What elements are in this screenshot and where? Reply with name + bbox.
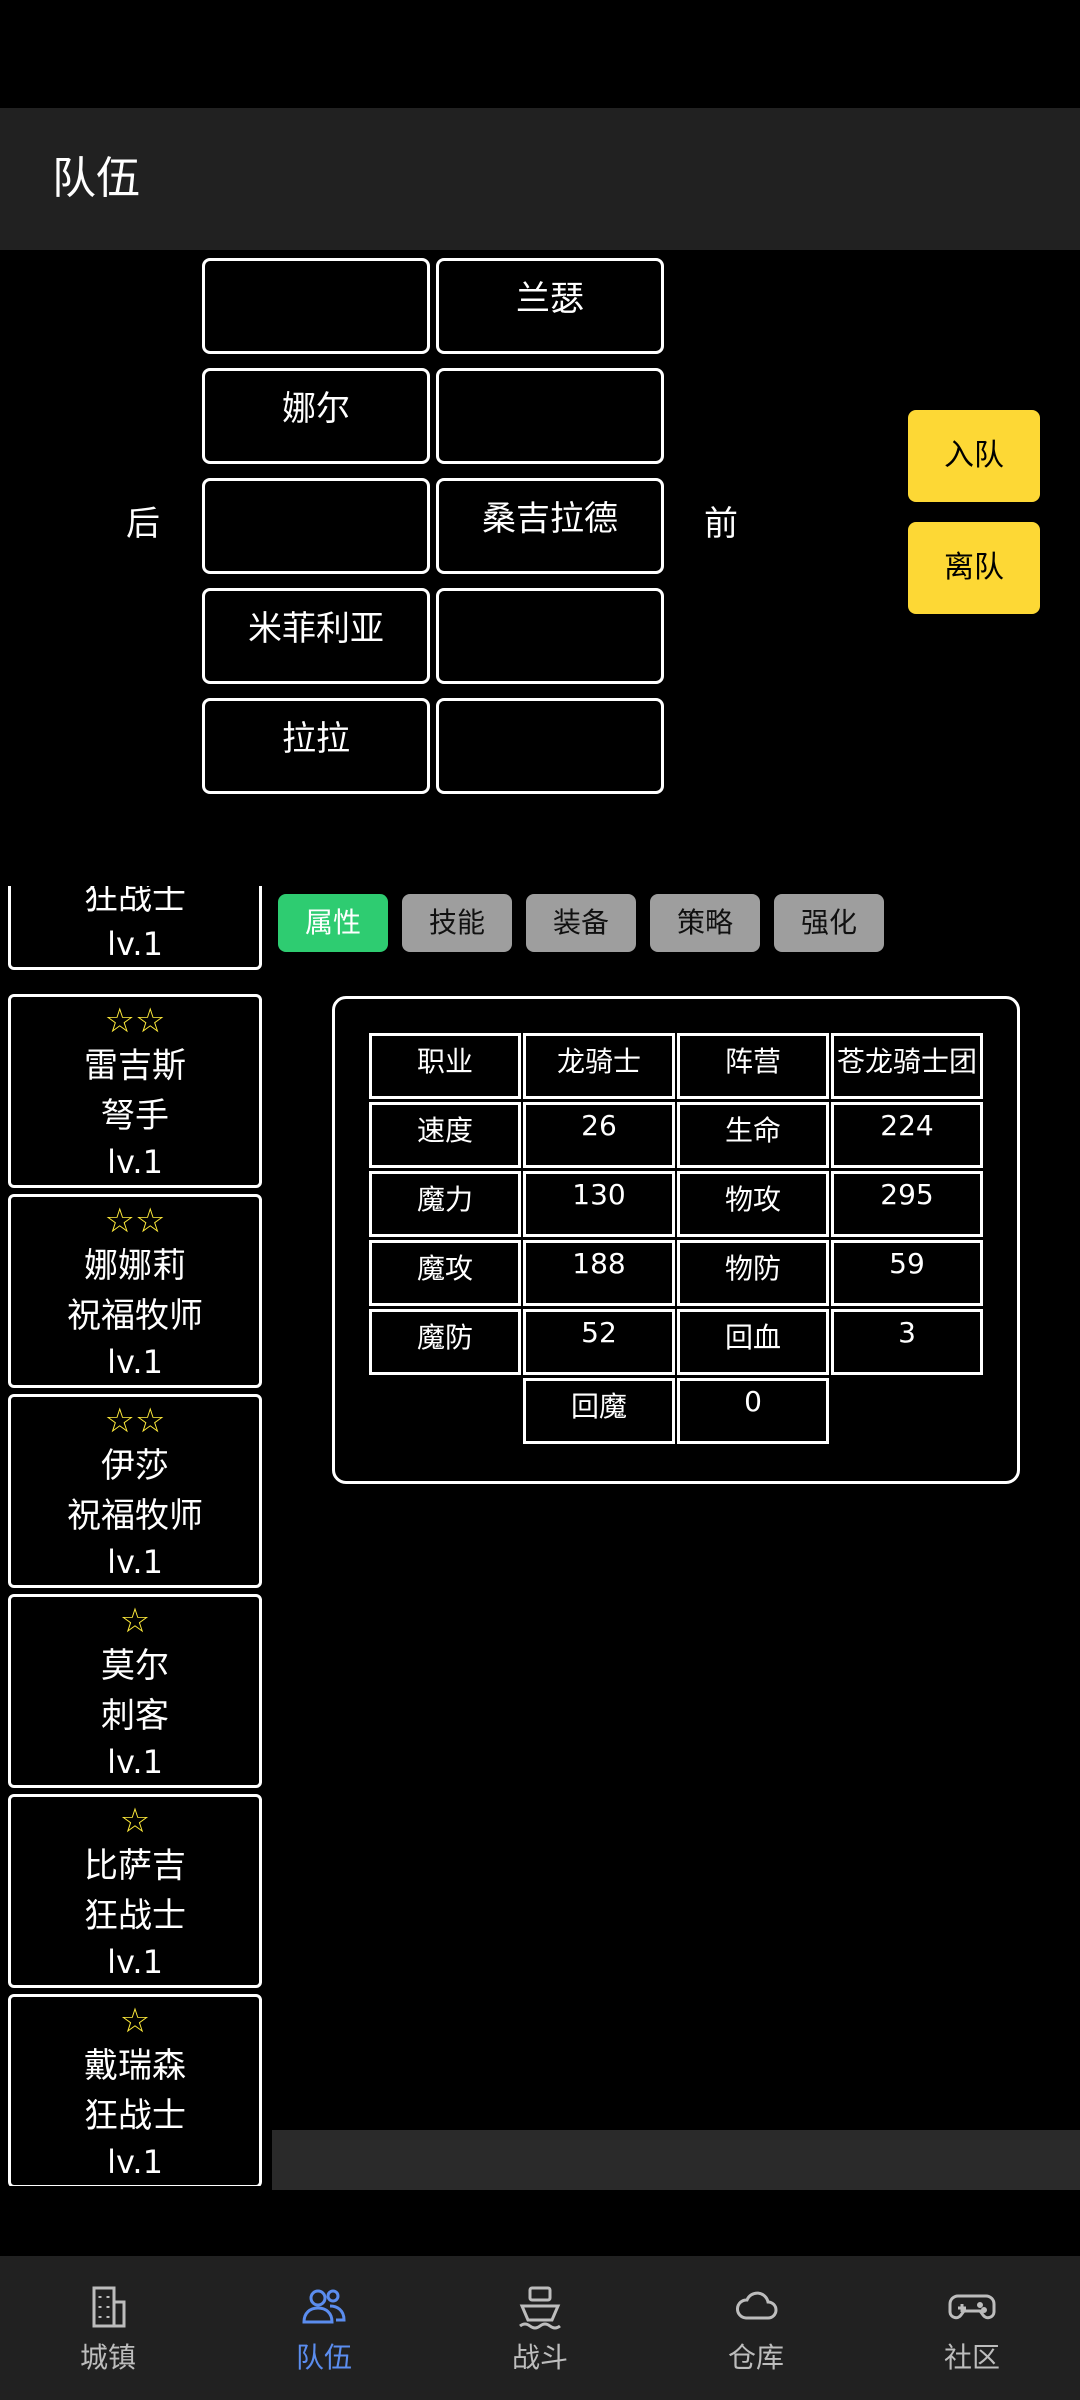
nav-label-storage: 仓库 bbox=[727, 2341, 784, 2374]
tab-skills[interactable]: 技能 bbox=[402, 894, 512, 952]
stat-label-magic-attack: 魔攻 bbox=[369, 1240, 521, 1306]
character-name: 戴瑞森 bbox=[84, 2046, 186, 2086]
character-job: 祝福牧师 bbox=[67, 1496, 203, 1536]
character-level: lv.1 bbox=[107, 1343, 163, 1381]
stat-label-speed: 速度 bbox=[369, 1102, 521, 1168]
detail-bottom-bar bbox=[272, 2130, 1080, 2190]
stat-label-hp: 生命 bbox=[677, 1102, 829, 1168]
cloud-icon bbox=[736, 2291, 778, 2320]
leave-party-button[interactable]: 离队 bbox=[908, 522, 1040, 614]
app-header: 队伍 bbox=[0, 108, 1080, 250]
stat-value-hp: 224 bbox=[831, 1102, 983, 1168]
character-job: 刺客 bbox=[101, 1696, 169, 1736]
nav-label-team: 队伍 bbox=[295, 2341, 352, 2374]
formation-slot-back-5[interactable]: 拉拉 bbox=[202, 698, 430, 794]
formation-slot-back-1[interactable] bbox=[202, 258, 430, 354]
stat-label-faction: 阵营 bbox=[677, 1033, 829, 1099]
character-name: 莫尔 bbox=[101, 1646, 169, 1686]
tab-equipment[interactable]: 装备 bbox=[526, 894, 636, 952]
stat-value-magic-attack: 188 bbox=[523, 1240, 675, 1306]
stats-panel: 职业 龙骑士 阵营 苍龙骑士团 速度 26 生命 224 魔力 130 物攻 2… bbox=[332, 996, 1020, 1484]
formation-slot-front-4[interactable] bbox=[436, 588, 664, 684]
stat-value-speed: 26 bbox=[523, 1102, 675, 1168]
character-job: 狂战士 bbox=[84, 1896, 186, 1936]
roster-card-2[interactable]: ☆☆ 雷吉斯 弩手 lv.1 bbox=[8, 994, 262, 1188]
stat-value-physical-attack: 295 bbox=[831, 1171, 983, 1237]
character-level: lv.1 bbox=[107, 2143, 163, 2181]
roster-card-1[interactable]: 狂战士 lv.1 bbox=[8, 886, 262, 970]
star-rating: ☆☆ bbox=[104, 1001, 166, 1041]
stat-label-hp-regen: 回血 bbox=[677, 1309, 829, 1375]
tab-enhance[interactable]: 强化 bbox=[774, 894, 884, 952]
formation-slot-back-4[interactable]: 米菲利亚 bbox=[202, 588, 430, 684]
bottom-navigation: 城镇 队伍 战斗 仓库 社区 bbox=[0, 2256, 1080, 2400]
character-name: 娜娜莉 bbox=[84, 1246, 186, 1286]
stat-value-physical-defense: 59 bbox=[831, 1240, 983, 1306]
front-row-label: 前 bbox=[704, 504, 738, 544]
nav-label-battle: 战斗 bbox=[511, 2341, 568, 2374]
character-job: 弩手 bbox=[101, 1096, 169, 1136]
character-name: 雷吉斯 bbox=[84, 1046, 186, 1086]
tab-attributes[interactable]: 属性 bbox=[278, 894, 388, 952]
nav-storage[interactable]: 仓库 bbox=[648, 2256, 864, 2400]
character-name: 比萨吉 bbox=[84, 1846, 186, 1886]
star-rating: ☆☆ bbox=[104, 1401, 166, 1441]
formation-slot-front-2[interactable] bbox=[436, 368, 664, 464]
star-rating: ☆☆ bbox=[104, 1201, 166, 1241]
tab-strategy[interactable]: 策略 bbox=[650, 894, 760, 952]
stat-label-mana-regen: 回魔 bbox=[523, 1378, 675, 1444]
character-job: 祝福牧师 bbox=[67, 1296, 203, 1336]
character-level: lv.1 bbox=[107, 925, 163, 963]
star-rating: ☆ bbox=[119, 2001, 151, 2041]
formation-slot-front-1[interactable]: 兰瑟 bbox=[436, 258, 664, 354]
join-party-button[interactable]: 入队 bbox=[908, 410, 1040, 502]
nav-label-town: 城镇 bbox=[79, 2341, 136, 2374]
nav-battle[interactable]: 战斗 bbox=[432, 2256, 648, 2400]
stat-label-class: 职业 bbox=[369, 1033, 521, 1099]
stat-label-physical-attack: 物攻 bbox=[677, 1171, 829, 1237]
character-level: lv.1 bbox=[107, 1743, 163, 1781]
nav-team[interactable]: 队伍 bbox=[216, 2256, 432, 2400]
character-job: 狂战士 bbox=[84, 2096, 186, 2136]
character-name: 伊莎 bbox=[101, 1446, 169, 1486]
building-icon bbox=[92, 2286, 126, 2328]
character-level: lv.1 bbox=[107, 1543, 163, 1581]
formation-slot-back-3[interactable] bbox=[202, 478, 430, 574]
character-level: lv.1 bbox=[107, 1943, 163, 1981]
stat-value-mana: 130 bbox=[523, 1171, 675, 1237]
page-title: 队伍 bbox=[52, 153, 140, 204]
formation-slot-back-2[interactable]: 娜尔 bbox=[202, 368, 430, 464]
stat-value-faction: 苍龙骑士团 bbox=[831, 1033, 983, 1099]
nav-label-community: 社区 bbox=[943, 2341, 1000, 2374]
stat-value-mana-regen: 0 bbox=[677, 1378, 829, 1444]
roster-card-5[interactable]: ☆ 莫尔 刺客 lv.1 bbox=[8, 1594, 262, 1788]
team-icon bbox=[302, 2289, 346, 2324]
stat-label-magic-defense: 魔防 bbox=[369, 1309, 521, 1375]
back-row-label: 后 bbox=[126, 504, 160, 544]
roster-card-7[interactable]: ☆ 戴瑞森 狂战士 lv.1 bbox=[8, 1994, 262, 2186]
stat-label-physical-defense: 物防 bbox=[677, 1240, 829, 1306]
roster-card-6[interactable]: ☆ 比萨吉 狂战士 lv.1 bbox=[8, 1794, 262, 1988]
star-rating: ☆ bbox=[119, 1601, 151, 1641]
ship-icon bbox=[519, 2286, 561, 2330]
character-job: 狂战士 bbox=[84, 886, 186, 918]
nav-community[interactable]: 社区 bbox=[864, 2256, 1080, 2400]
gamepad-icon bbox=[948, 2294, 996, 2320]
stat-value-magic-defense: 52 bbox=[523, 1309, 675, 1375]
stat-value-class: 龙骑士 bbox=[523, 1033, 675, 1099]
roster-card-4[interactable]: ☆☆ 伊莎 祝福牧师 lv.1 bbox=[8, 1394, 262, 1588]
stat-label-mana: 魔力 bbox=[369, 1171, 521, 1237]
character-level: lv.1 bbox=[107, 1143, 163, 1181]
star-rating: ☆ bbox=[119, 1801, 151, 1841]
formation-slot-front-3[interactable]: 桑吉拉德 bbox=[436, 478, 664, 574]
stat-value-hp-regen: 3 bbox=[831, 1309, 983, 1375]
formation-slot-front-5[interactable] bbox=[436, 698, 664, 794]
roster-card-3[interactable]: ☆☆ 娜娜莉 祝福牧师 lv.1 bbox=[8, 1194, 262, 1388]
character-roster-list[interactable]: 狂战士 lv.1 ☆☆ 雷吉斯 弩手 lv.1 ☆☆ 娜娜莉 祝福牧师 lv.1… bbox=[0, 886, 262, 2186]
nav-town[interactable]: 城镇 bbox=[0, 2256, 216, 2400]
